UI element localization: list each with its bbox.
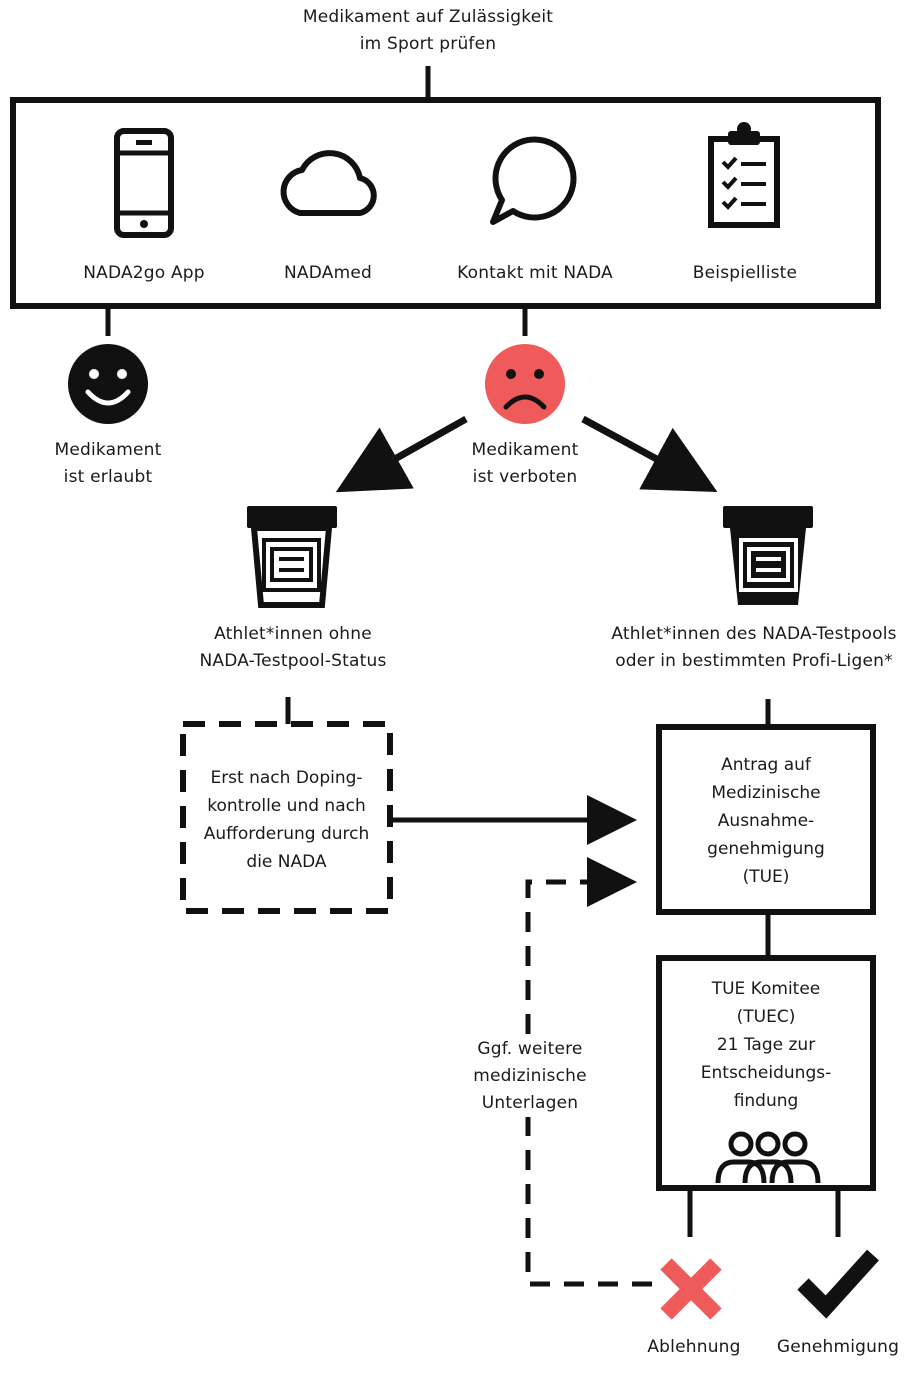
method-label-beispielliste: Beispielliste	[692, 263, 798, 283]
sample-cup-icon	[247, 506, 337, 608]
smiley-happy-icon	[68, 344, 148, 424]
people-group-icon	[715, 1131, 821, 1184]
no-pool-label: Athlet*innen ohne NADA-Testpool-Status	[199, 624, 387, 671]
after-control-text: Erst nach Doping- kontrolle und nach Auf…	[203, 768, 370, 872]
cloud-icon	[280, 150, 377, 216]
arrow-to-pool	[581, 415, 718, 493]
forbidden-label: Medikament ist verboten	[471, 440, 579, 487]
speech-bubble-icon	[490, 136, 577, 225]
pool-label: Athlet*innen des NADA-Testpools oder in …	[611, 624, 897, 671]
rejection-label: Ablehnung	[647, 1337, 741, 1357]
smartphone-icon	[114, 128, 174, 238]
clipboard-checklist-icon	[708, 122, 780, 228]
arrow-to-no-pool	[335, 415, 468, 493]
smiley-sad-icon	[485, 344, 565, 424]
method-label-nada2go: NADA2go App	[83, 263, 205, 283]
method-label-nadamed: NADAmed	[284, 263, 372, 283]
tuec-box	[656, 955, 876, 1191]
method-label-kontakt: Kontakt mit NADA	[457, 263, 613, 283]
sample-cup-filled-icon	[723, 506, 813, 605]
cross-icon	[660, 1258, 722, 1320]
top-title: Medikament auf Zulässigkeit im Sport prü…	[302, 7, 554, 54]
further-docs-label: Ggf. weitere medizinische Unterlagen	[430, 1036, 630, 1117]
approval-label: Genehmigung	[776, 1337, 900, 1357]
tue-text: Antrag auf Medizinische Ausnahme- genehm…	[707, 755, 825, 887]
tuec-text: TUE Komitee (TUEC) 21 Tage zur Entscheid…	[700, 979, 832, 1111]
methods-box	[10, 97, 881, 309]
checkmark-icon	[797, 1249, 879, 1319]
allowed-label: Medikament ist erlaubt	[54, 440, 162, 487]
